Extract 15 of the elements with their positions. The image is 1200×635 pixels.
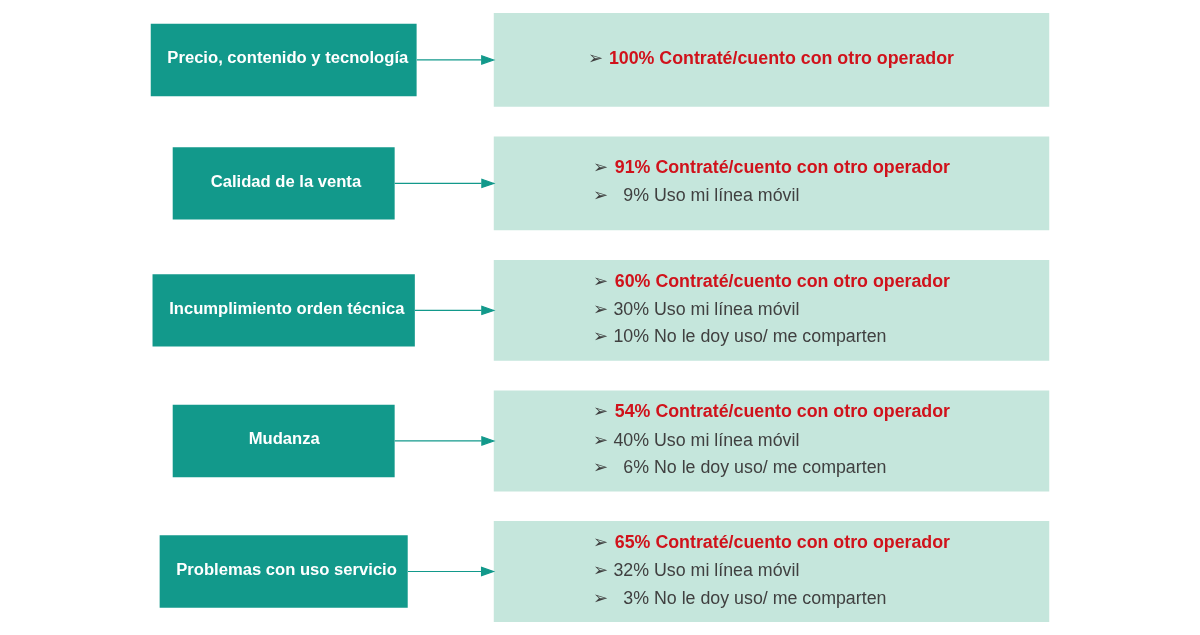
- node-box: ➢ 65% Contraté/cuento con otro operador ➢ 32% Uso mi línea móvil ➢ 3% No le doy uso/ me comparten: [493, 521, 1050, 622]
- arrow: [407, 566, 496, 577]
- node-box: Problemas con uso servicio: [159, 535, 408, 608]
- node-box: Precio, contenido y tecnología: [150, 23, 417, 97]
- node-box: ➢ 100% Contraté/cuento con otro operador: [493, 13, 1050, 107]
- node-box: Incumplimiento orden técnica: [152, 274, 415, 347]
- node-box: ➢ 54% Contraté/cuento con otro operador ➢ 40% Uso mi línea móvil ➢ 6% No le doy uso/ me comparten: [493, 390, 1050, 492]
- node-box: Calidad de la venta: [172, 147, 395, 220]
- arrow: [416, 54, 496, 65]
- arrow: [414, 305, 496, 316]
- node-box: Mudanza: [172, 404, 395, 478]
- node-box: ➢ 91% Contraté/cuento con otro operador ➢ 9% Uso mi línea móvil: [493, 136, 1050, 231]
- node-box: ➢ 60% Contraté/cuento con otro operador ➢ 30% Uso mi línea móvil ➢ 10% No le doy uso/ me comparten: [493, 259, 1050, 361]
- arrow: [394, 435, 496, 446]
- arrow: [394, 178, 496, 189]
